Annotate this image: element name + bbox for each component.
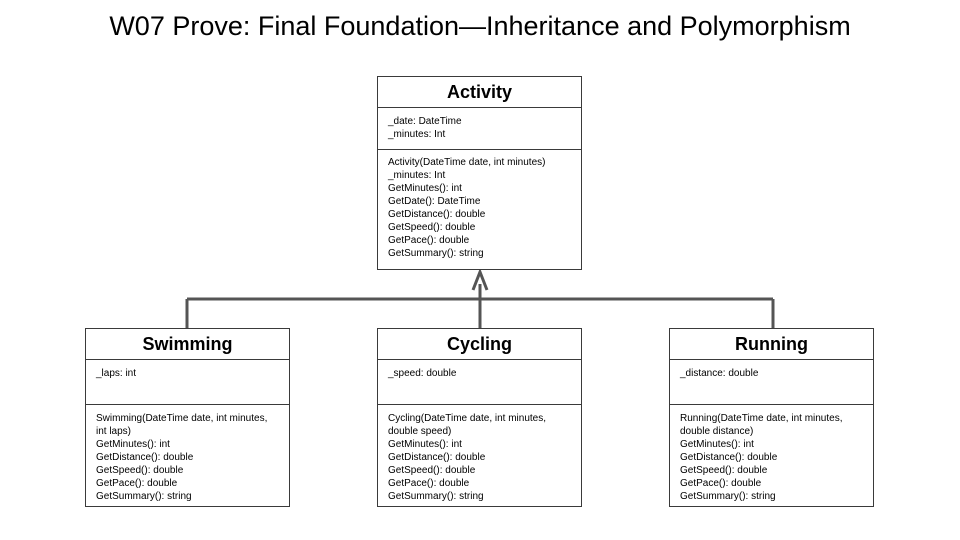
method: GetSummary(): string xyxy=(96,491,192,502)
class-name: Swimming xyxy=(86,329,289,360)
class-name: Cycling xyxy=(378,329,581,360)
method: GetSpeed(): double xyxy=(388,222,476,233)
method: GetMinutes(): int xyxy=(680,439,754,450)
class-attributes: _laps: int xyxy=(86,360,289,405)
method: _minutes: Int xyxy=(388,170,446,181)
method: Running(DateTime date, int minutes, doub… xyxy=(680,413,846,437)
method: GetDistance(): double xyxy=(388,209,486,220)
class-methods: Activity(DateTime date, int minutes) _mi… xyxy=(378,150,581,260)
attribute: _speed: double xyxy=(388,368,457,379)
diagram-title: W07 Prove: Final Foundation—Inheritance … xyxy=(109,11,851,41)
class-methods: Cycling(DateTime date, int minutes, doub… xyxy=(378,405,581,503)
class-methods: Swimming(DateTime date, int minutes, int… xyxy=(86,405,289,503)
method: GetPace(): double xyxy=(388,235,470,246)
method: GetDistance(): double xyxy=(680,452,778,463)
method: GetSpeed(): double xyxy=(388,465,476,476)
class-name: Activity xyxy=(378,77,581,108)
method: GetSummary(): string xyxy=(388,248,484,259)
method: GetDate(): DateTime xyxy=(388,196,481,207)
class-cycling: Cycling _speed: double Cycling(DateTime … xyxy=(377,328,582,507)
method: GetDistance(): double xyxy=(388,452,486,463)
method: GetPace(): double xyxy=(680,478,762,489)
class-attributes: _distance: double xyxy=(670,360,873,405)
method: GetSpeed(): double xyxy=(680,465,768,476)
class-methods: Running(DateTime date, int minutes, doub… xyxy=(670,405,873,503)
class-swimming: Swimming _laps: int Swimming(DateTime da… xyxy=(85,328,290,507)
attribute: _minutes: Int xyxy=(388,129,446,140)
method: Swimming(DateTime date, int minutes, int… xyxy=(96,413,271,437)
class-running: Running _distance: double Running(DateTi… xyxy=(669,328,874,507)
attribute: _distance: double xyxy=(680,368,759,379)
attribute: _date: DateTime xyxy=(388,116,462,127)
method: GetSummary(): string xyxy=(680,491,776,502)
class-activity: Activity _date: DateTime _minutes: Int A… xyxy=(377,76,582,270)
method: GetMinutes(): int xyxy=(96,439,170,450)
class-name: Running xyxy=(670,329,873,360)
class-attributes: _date: DateTime _minutes: Int xyxy=(378,108,581,150)
inheritance-arrowhead xyxy=(471,267,489,291)
method: GetSummary(): string xyxy=(388,491,484,502)
method: GetMinutes(): int xyxy=(388,183,462,194)
method: Cycling(DateTime date, int minutes, doub… xyxy=(388,413,549,437)
attribute: _laps: int xyxy=(96,368,137,379)
method: GetPace(): double xyxy=(388,478,470,489)
method: GetDistance(): double xyxy=(96,452,194,463)
method: GetMinutes(): int xyxy=(388,439,462,450)
class-attributes: _speed: double xyxy=(378,360,581,405)
method: GetPace(): double xyxy=(96,478,178,489)
method: GetSpeed(): double xyxy=(96,465,184,476)
method: Activity(DateTime date, int minutes) xyxy=(388,157,546,168)
